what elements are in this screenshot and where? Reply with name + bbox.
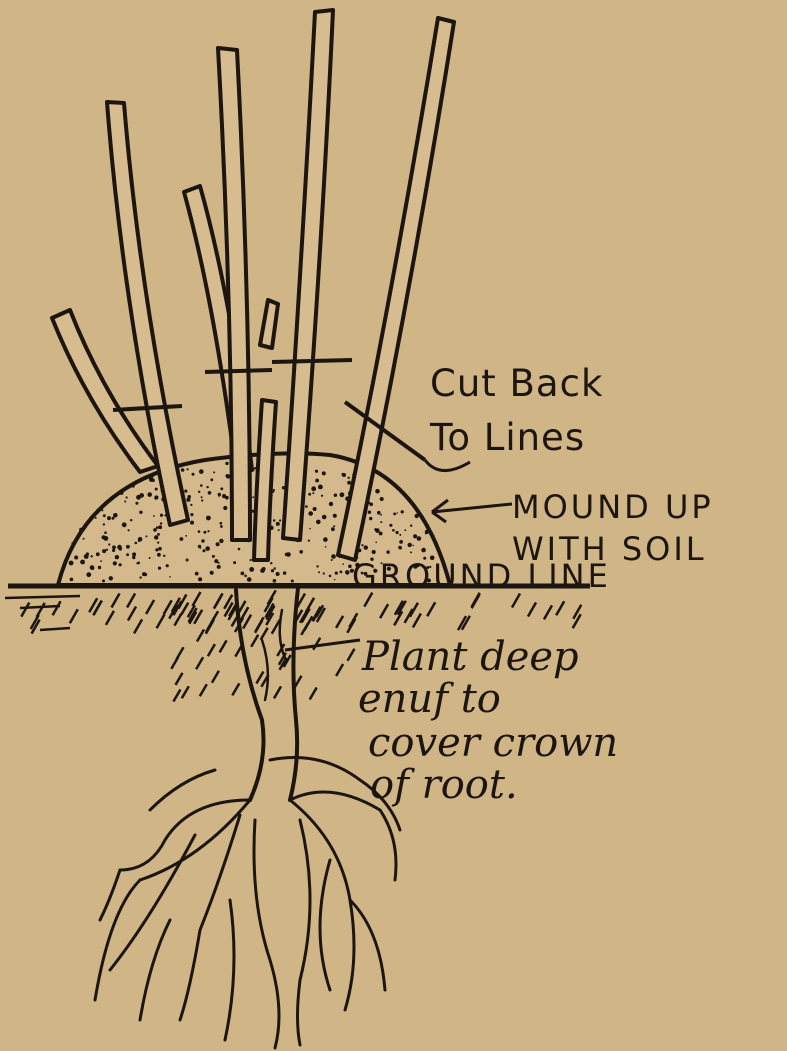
- cut-mark-1: [113, 406, 182, 410]
- plant-label-line2: enuf to: [358, 676, 501, 722]
- plant-label-line3: cover crown: [368, 720, 618, 766]
- cut-mark-2: [205, 370, 272, 372]
- cut-back-label-line1: Cut Back: [430, 362, 603, 405]
- ground-line-label: GROUND LINE: [352, 557, 611, 595]
- cut-back-pointer: [425, 460, 470, 471]
- cut-back-label-line2: To Lines: [429, 416, 585, 459]
- plant-pointer: [285, 640, 360, 650]
- cane-7: [338, 18, 454, 560]
- mound-label-line1: MOUND UP: [512, 488, 714, 526]
- cane-5: [260, 300, 278, 348]
- labels: Cut Back To Lines MOUND UP WITH SOIL GRO…: [352, 362, 714, 808]
- cut-mark-3: [272, 360, 352, 362]
- root-system: [95, 588, 400, 1048]
- plant-label-line1: Plant deep: [361, 634, 579, 680]
- mound-arrow: [432, 500, 512, 522]
- plant-label-line4: of root.: [370, 762, 518, 808]
